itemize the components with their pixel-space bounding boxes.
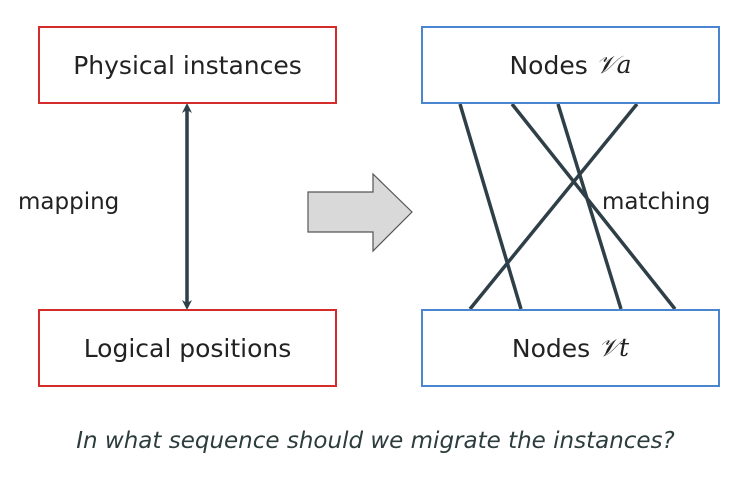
- nodes-va-prefix: Nodes: [509, 50, 588, 80]
- nodes-va-symbol: 𝒱a: [595, 50, 632, 79]
- matching-edges: [458, 102, 677, 311]
- mapping-label: mapping: [18, 189, 120, 215]
- physical-instances-box: Physical instances: [38, 26, 337, 104]
- question-caption: In what sequence should we migrate the i…: [76, 428, 675, 454]
- matching-edge-4: [468, 102, 639, 311]
- matching-edge-3: [556, 103, 623, 310]
- physical-instances-label: Physical instances: [73, 50, 302, 80]
- nodes-va-box: Nodes 𝒱a: [421, 26, 720, 104]
- logical-positions-box: Logical positions: [38, 309, 337, 387]
- matching-label: matching: [602, 189, 711, 215]
- transition-arrow-icon: [307, 172, 413, 253]
- matching-edge-2: [510, 102, 677, 311]
- matching-edge-1: [458, 103, 523, 310]
- logical-positions-label: Logical positions: [83, 333, 292, 363]
- nodes-vt-box: Nodes 𝒱t: [421, 309, 720, 387]
- nodes-vt-symbol: 𝒱t: [598, 333, 630, 362]
- nodes-vt-prefix: Nodes: [511, 333, 591, 363]
